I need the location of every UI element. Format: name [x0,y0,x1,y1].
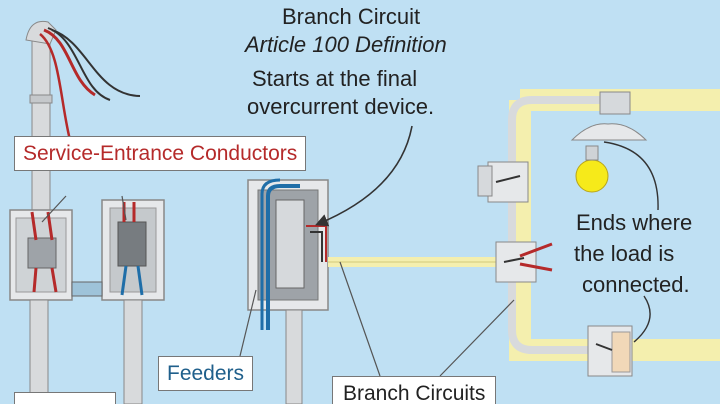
end-note-line-2: the load is [574,241,675,266]
upper-switch-box [477,161,529,203]
feeder-conduit-down [123,299,143,404]
meter-nipple [71,281,103,297]
meter-enclosure [9,209,73,301]
branch-panel [247,178,329,404]
start-note-line-1: Starts at the final [252,66,418,91]
meter-conduit-down [29,299,49,404]
junction-box [495,241,553,283]
partial-label-box [14,392,116,404]
lamp [570,91,648,193]
diagram-title: Branch Circuit [282,4,421,29]
branch-circuits-label: Branch Circuits [332,376,497,404]
end-note-line-3: connected. [582,272,690,297]
service-disconnect [101,199,165,301]
service-entrance-label: Service-Entrance Conductors [14,136,307,171]
start-note-line-2: overcurrent device. [247,94,435,119]
right-conduit [508,96,605,121]
service-mast [25,20,141,211]
end-note-line-1: Ends where [576,210,693,235]
diagram-subtitle: Article 100 Definition [245,32,447,57]
feeders-label: Feeders [158,356,254,391]
receptacle [587,325,633,377]
